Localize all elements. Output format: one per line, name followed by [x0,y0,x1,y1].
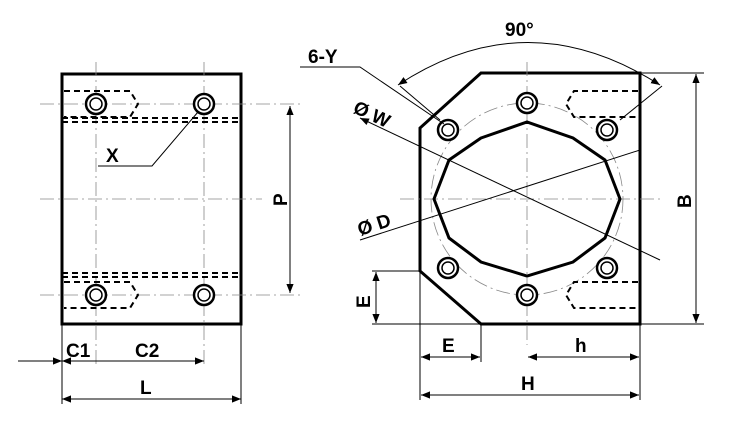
label-x: X [106,146,119,167]
leader-x [98,111,199,167]
label-e-horizontal: E [442,336,455,357]
dim-w-line [359,117,661,261]
hole-icon [436,256,460,280]
angle-ref-line-left [399,85,441,121]
bore-opening [432,120,622,278]
hidden-threaded-hole-right-top [564,90,638,118]
hole-icon [84,92,108,116]
dim-d-line [359,149,641,241]
hole-icon [192,283,216,307]
hole-icon [515,91,539,115]
hole-icon [595,256,619,280]
label-h: H [521,374,535,395]
hidden-threaded-hole-right-bottom [564,281,638,309]
hidden-threaded-hole-top [64,90,140,118]
label-b: B [675,194,696,208]
label-c1: C1 [66,341,91,362]
side-view: X P C1 C2 L [18,62,300,404]
front-view: 90° 6-Y Ø W Ø D B E E h H [300,20,704,400]
label-h-small: h [575,336,587,357]
hole-icon [84,283,108,307]
label-e-vertical: E [354,295,375,308]
leader-6y [300,66,445,125]
hole-icon [515,283,539,307]
angle-ref-line-right [619,85,663,121]
hidden-threaded-hole-bottom [64,281,140,309]
hole-icon [436,118,460,142]
hole-icon [595,118,619,142]
dim-angle-arc [397,42,661,86]
label-w: Ø W [350,97,393,132]
label-d: Ø D [355,210,394,240]
label-p: P [271,193,292,206]
label-angle: 90° [505,20,534,41]
hole-icon [192,92,216,116]
label-l: L [140,378,152,399]
label-6y: 6-Y [308,47,338,68]
label-c2: C2 [135,341,159,362]
